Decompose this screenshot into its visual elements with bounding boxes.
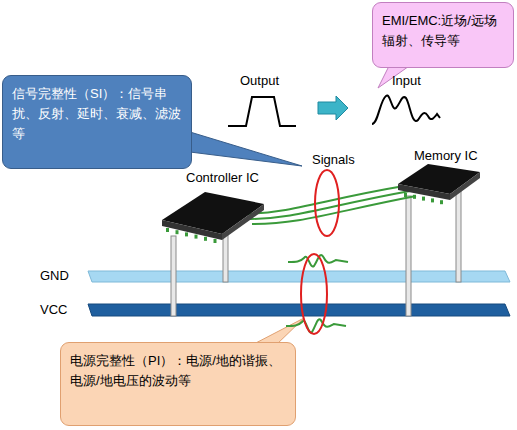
callout-text: EMI/EMC:近场/远场辐射、传导等	[382, 11, 504, 51]
chip-pin	[422, 197, 425, 201]
part-name: Controller IC	[186, 170, 259, 185]
si-callout: 信号完整性（SI）：信号串扰、反射、延时、衰减、滤波等	[2, 75, 192, 169]
emi-callout: EMI/EMC:近场/远场辐射、传导等	[372, 2, 514, 68]
chip-pin	[204, 237, 207, 241]
vcc-noise	[286, 319, 346, 332]
chip-pin	[413, 195, 416, 199]
power-highlight	[301, 254, 327, 334]
controller-chip-side	[222, 204, 264, 240]
chip-pin	[176, 230, 179, 234]
chip-pin	[431, 198, 434, 202]
signal-highlight	[315, 170, 339, 236]
part-name: Memory IC	[414, 148, 478, 163]
pi-callout: 电源完整性（PI）：电源/地的谐振、电源/地电压的波动等	[60, 342, 296, 426]
net-name: VCC	[40, 302, 67, 317]
chip-pin	[214, 239, 217, 243]
flow-arrow	[318, 96, 348, 120]
chip-pin	[166, 228, 169, 232]
signal-label: Signals	[312, 152, 355, 167]
chip-pin	[404, 193, 407, 197]
vcc-plane	[88, 304, 510, 316]
controller-chip-side	[162, 220, 222, 240]
memory-chip-side	[450, 172, 480, 200]
signal-traces	[240, 186, 416, 224]
gnd-plane	[88, 271, 510, 282]
callout-tail	[190, 132, 302, 166]
waveform-label: Output	[240, 73, 279, 88]
memory-chip-side	[398, 184, 450, 200]
input-waveform	[372, 95, 440, 124]
chip-pin	[440, 200, 443, 204]
callout-text: 电源完整性（PI）：电源/地的谐振、电源/地电压的波动等	[70, 351, 286, 391]
output-pulse	[228, 97, 296, 126]
chip-pins	[166, 193, 443, 243]
net-name: GND	[40, 268, 69, 283]
waveform-label: Input	[392, 73, 421, 88]
chip-pin	[195, 235, 198, 239]
chip-pin	[185, 232, 188, 236]
callout-text: 信号完整性（SI）：信号串扰、反射、延时、衰减、滤波等	[12, 84, 182, 144]
